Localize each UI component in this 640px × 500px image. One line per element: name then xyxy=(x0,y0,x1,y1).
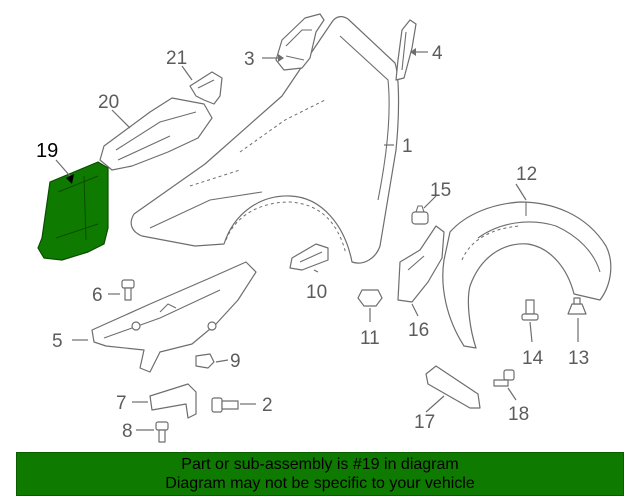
callout-18[interactable]: 18 xyxy=(508,404,529,425)
fender-panel[interactable] xyxy=(130,16,400,264)
bolt-6[interactable] xyxy=(121,279,135,301)
callout-14[interactable]: 14 xyxy=(522,348,544,369)
callout-5[interactable]: 5 xyxy=(52,331,63,352)
upper-bracket[interactable] xyxy=(275,13,325,71)
info-banner: Part or sub-assembly is #19 in diagram D… xyxy=(16,452,624,496)
screw-14[interactable] xyxy=(521,299,539,321)
mud-guard-17[interactable] xyxy=(425,365,481,409)
parts-diagram: 1 2 3 4 5 6 7 8 9 10 11 12 13 14 15 16 1… xyxy=(36,13,612,443)
small-bracket[interactable] xyxy=(189,71,223,105)
callout-12[interactable]: 12 xyxy=(516,164,537,185)
callout-17[interactable]: 17 xyxy=(414,412,435,433)
callout-7[interactable]: 7 xyxy=(116,393,127,414)
screw-18[interactable] xyxy=(493,369,515,387)
callout-13[interactable]: 13 xyxy=(568,348,589,369)
callout-19[interactable]: 19 xyxy=(36,140,58,162)
wheelhouse-liner[interactable] xyxy=(442,201,612,349)
callout-11[interactable]: 11 xyxy=(360,328,380,349)
clip-13[interactable] xyxy=(567,297,587,315)
clip-15[interactable] xyxy=(411,205,429,225)
banner-line-2: Diagram may not be specific to your vehi… xyxy=(165,475,475,492)
lower-reinforcement[interactable] xyxy=(91,261,257,373)
callout-8[interactable]: 8 xyxy=(122,421,133,442)
callout-3[interactable]: 3 xyxy=(244,49,255,70)
callout-1[interactable]: 1 xyxy=(402,136,413,157)
bracket-7[interactable] xyxy=(149,383,197,419)
upper-seal[interactable] xyxy=(99,97,213,171)
clip-9[interactable] xyxy=(195,353,215,369)
callout-10[interactable]: 10 xyxy=(306,282,327,303)
bolt-2[interactable] xyxy=(211,397,239,413)
bracket-10[interactable] xyxy=(289,243,329,271)
callout-21[interactable]: 21 xyxy=(166,48,187,69)
callout-15[interactable]: 15 xyxy=(430,180,451,201)
callout-6[interactable]: 6 xyxy=(92,285,103,306)
callout-4[interactable]: 4 xyxy=(432,43,443,64)
callout-16[interactable]: 16 xyxy=(408,320,429,341)
callout-20[interactable]: 20 xyxy=(98,92,119,113)
leader-lines xyxy=(55,48,579,431)
highlighted-part-19[interactable] xyxy=(37,161,109,261)
banner-line-1: Part or sub-assembly is #19 in diagram xyxy=(181,456,459,473)
side-liner-panel[interactable] xyxy=(397,225,445,303)
bolt-8[interactable] xyxy=(155,421,169,443)
push-clip-11[interactable] xyxy=(357,289,383,307)
callout-9[interactable]: 9 xyxy=(230,351,241,372)
side-strip[interactable] xyxy=(395,19,417,81)
callout-2[interactable]: 2 xyxy=(262,395,273,416)
